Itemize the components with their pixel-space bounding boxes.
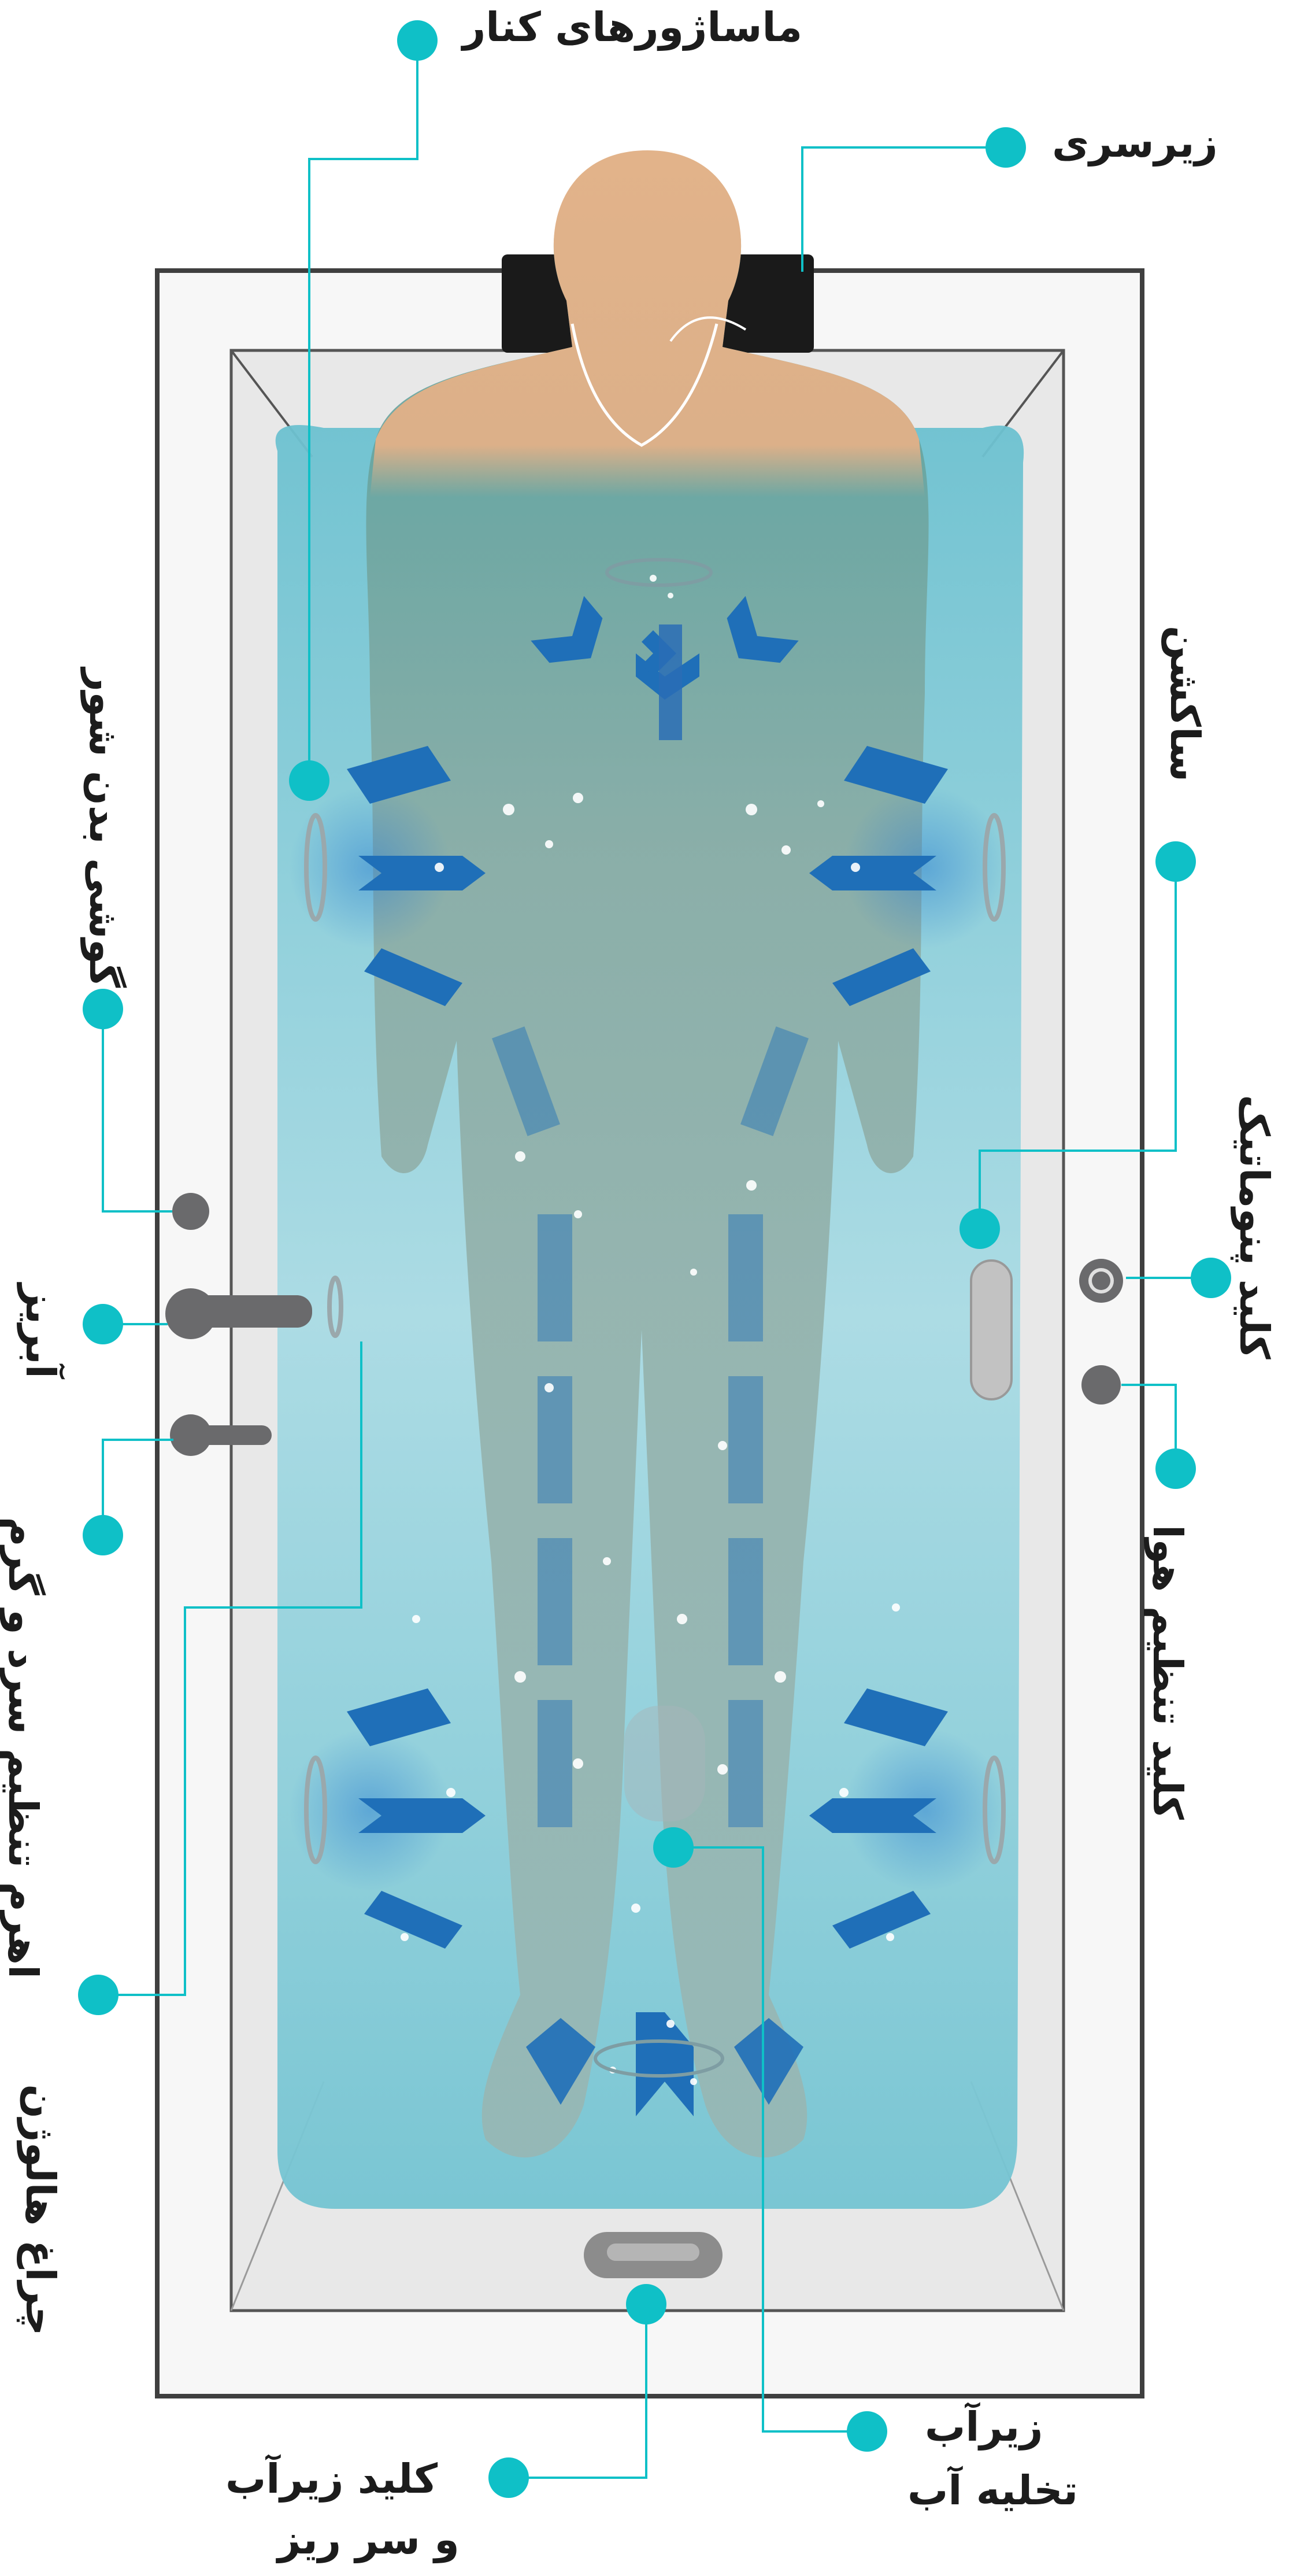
callout-dot-spout <box>83 1304 123 1344</box>
callout-dot-overflow <box>488 2457 529 2498</box>
callout-dot-side-massagers-target <box>289 760 329 801</box>
callout-dot-drain-target <box>653 1827 694 1868</box>
label-overflow-line1: کلید زیرآب <box>225 2455 438 2503</box>
callout-dot-drain <box>847 2411 887 2452</box>
label-body-massage: گوشی بدن شور <box>80 660 128 996</box>
label-air-control: کلید تنظیم هوا <box>1143 1499 1192 1846</box>
label-spout: آبریز <box>16 1267 65 1395</box>
callout-dot-side-massagers <box>397 20 438 61</box>
label-mixer: اهرم تنظیم سرد و گرم <box>0 1539 47 1979</box>
label-drain-line2: تخلیه آب <box>907 2466 1078 2515</box>
callout-dot-backrest <box>1155 841 1196 882</box>
label-drain-line1: زیرآب <box>925 2403 1043 2451</box>
drain <box>624 1706 705 1821</box>
callout-dot-overflow-target <box>626 2284 666 2324</box>
label-backrest: ساکشن <box>1161 631 1209 782</box>
callout-dot-air <box>1155 1448 1196 1489</box>
label-overflow-line2: و سر ریز <box>277 2515 460 2564</box>
callout-dot-halogen <box>78 1975 118 2015</box>
callout-dot-backrest-target <box>960 1208 1000 1249</box>
label-halogen: چراغ هالوژن <box>16 2083 65 2337</box>
callout-dot-mixer <box>83 1515 123 1555</box>
label-side-massagers: ماساژورهای کنار <box>462 3 802 51</box>
callout-dot-headrest <box>986 127 1026 168</box>
callout-dot-pneumatic <box>1191 1258 1231 1298</box>
label-pneumatic-key: کلید پنوماتیک <box>1230 1077 1279 1377</box>
suction-fitting <box>971 1261 1012 1399</box>
label-headrest: زیرسری <box>1052 119 1218 167</box>
